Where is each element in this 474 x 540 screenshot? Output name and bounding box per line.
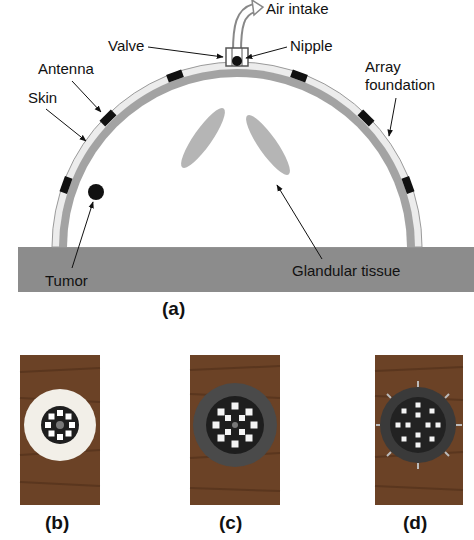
air-tube bbox=[237, 8, 254, 52]
nipple bbox=[232, 56, 242, 66]
glandular-tissue bbox=[175, 103, 231, 172]
part-label: Skin bbox=[28, 89, 57, 107]
tube-label: Air intake bbox=[266, 0, 329, 18]
panel-label: (d) bbox=[403, 512, 427, 534]
photo-c bbox=[190, 355, 280, 505]
air-tube bbox=[237, 8, 254, 52]
base-plate bbox=[18, 247, 474, 292]
photo-d bbox=[375, 355, 463, 505]
part-label: Valve bbox=[108, 37, 144, 55]
part-label: Nipple bbox=[290, 37, 333, 55]
part-label: Tumor bbox=[45, 272, 88, 290]
antenna-elements bbox=[60, 70, 415, 194]
air-arrow bbox=[252, 0, 263, 15]
breast-interior bbox=[67, 77, 407, 247]
skin-layer bbox=[59, 69, 415, 247]
valve bbox=[226, 48, 248, 66]
panel-label: (a) bbox=[162, 298, 185, 320]
tumor bbox=[88, 184, 104, 200]
photo-b bbox=[20, 355, 100, 505]
glandular-tissue bbox=[240, 110, 296, 179]
part-label: Glandular tissue bbox=[292, 262, 400, 280]
part-label: Antenna bbox=[38, 60, 94, 78]
panel-label: (b) bbox=[45, 512, 69, 534]
part-label: Array foundation bbox=[365, 58, 443, 94]
leader-lines bbox=[46, 47, 396, 268]
panel-label: (c) bbox=[219, 512, 242, 534]
